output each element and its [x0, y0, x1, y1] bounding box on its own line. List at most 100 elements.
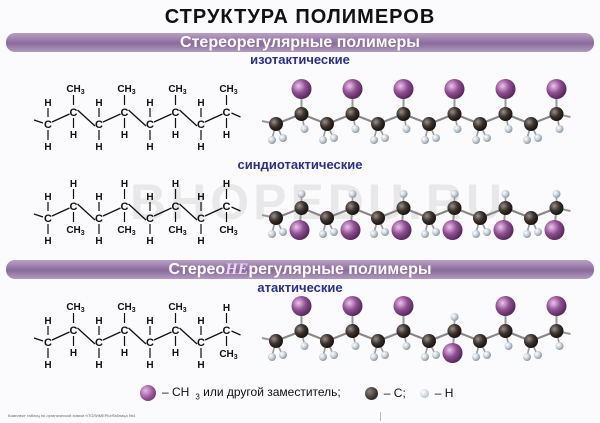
atactic-carbon-symbol: C [197, 337, 205, 349]
atactic-carbon-ball [294, 324, 309, 338]
syndiotactic-carbon-symbol: C [223, 201, 231, 213]
atactic-hydrogen-ball [523, 353, 531, 361]
poster-title: СТРУКТУРА ПОЛИМЕРОВ [164, 6, 436, 28]
isotactic-hydrogen-ball [523, 136, 531, 144]
atactic-ch3-group: CH3 [66, 302, 84, 314]
syndiotactic-backbone-bond [51, 207, 70, 217]
syndiotactic-end-bond [33, 213, 44, 218]
isotactic-carbon-ball [320, 117, 334, 131]
isotactic-hydrogen-symbol: H [172, 130, 179, 141]
isotactic-carbon-ball [345, 107, 360, 121]
atactic-carbon-ball [345, 324, 360, 338]
isotactic-backbone-bond [153, 113, 172, 123]
isotactic-backbone-bond [102, 113, 121, 123]
nonstereoregular-band: СтереоНЕрегулярные полимеры [6, 260, 594, 279]
isotactic-subtitle: изотактические [250, 52, 350, 67]
isotactic-carbon-symbol: C [70, 107, 78, 119]
isotactic-hydrogen-symbol: H [146, 98, 153, 109]
isotactic-ch3-group: CH3 [168, 84, 186, 96]
atactic-backbone-bond [102, 331, 121, 341]
syndiotactic-hydrogen-ball [552, 190, 561, 198]
isotactic-hydrogen-ball [381, 134, 389, 142]
syndiotactic-substituent-ball [493, 220, 514, 240]
atactic-hydrogen-ball [555, 342, 564, 350]
atactic-backbone-bond [204, 331, 223, 341]
atactic-substituent-ball [442, 343, 463, 363]
syndiotactic-backbone-bond [204, 207, 223, 217]
atactic-hydrogen-ball [534, 351, 542, 359]
syndiotactic-carbon-symbol: C [70, 201, 78, 213]
atactic-ch3-group: CH3 [117, 302, 135, 314]
atactic-substituent-ball [291, 296, 312, 316]
atactic-backbone-bond [179, 327, 198, 345]
atactic-carbon-symbol: C [95, 337, 103, 349]
syndiotactic-hydrogen-symbol: H [197, 236, 204, 247]
atactic-subtitle: атактические [257, 280, 343, 295]
syndiotactic-hydrogen-ball [330, 228, 338, 236]
atactic-carbon-ball [320, 334, 334, 348]
syndiotactic-ch3-group: CH3 [219, 225, 237, 237]
isotactic-hydrogen-symbol: H [197, 98, 204, 109]
syndiotactic-carbon-ball [371, 211, 385, 225]
atactic-carbon-symbol: C [146, 337, 154, 349]
syndiotactic-carbon-ball [524, 211, 538, 225]
syndiotactic-subtitle: синдиотактические [237, 157, 363, 172]
isotactic-carbon-ball [422, 117, 436, 131]
syndiotactic-carbon-symbol: C [95, 213, 103, 225]
atactic-substituent-ball [342, 296, 363, 316]
band2-ne: НЕ [225, 261, 249, 278]
publisher-block [380, 412, 591, 421]
isotactic-carbon-symbol: C [146, 119, 154, 131]
syndiotactic-backbone-bond [128, 203, 147, 221]
syndiotactic-hydrogen-ball [319, 230, 327, 238]
syndiotactic-hydrogen-symbol: H [146, 236, 153, 247]
syndiotactic-carbon-ball [269, 211, 283, 225]
atactic-hydrogen-ball [483, 351, 491, 359]
atactic-carbon-ball [549, 324, 564, 338]
syndiotactic-substituent-ball [340, 220, 361, 240]
atactic-ch3-group: CH3 [219, 349, 237, 361]
isotactic-hydrogen-ball [555, 125, 564, 133]
syndiotactic-hydrogen-symbol: H [44, 236, 51, 247]
atactic-carbon-symbol: C [121, 325, 129, 337]
isotactic-carbon-symbol: C [197, 119, 205, 131]
isotactic-backbone-bond [204, 113, 223, 123]
syndiotactic-carbon-ball [422, 211, 436, 225]
legend-hydrogen: – H [434, 386, 454, 400]
isotactic-hydrogen-symbol: H [44, 142, 51, 153]
atactic-hydrogen-symbol: H [197, 360, 204, 371]
isotactic-hydrogen-ball [330, 134, 338, 142]
hydrogen-ball-icon [419, 388, 429, 398]
isotactic-hydrogen-ball [453, 125, 462, 133]
syndiotactic-carbon-ball [345, 201, 360, 215]
isotactic-substituent-ball [342, 79, 363, 99]
watermark: BHOPEDU.RU [130, 174, 507, 230]
atactic-carbon-ball [473, 334, 487, 348]
atactic-hydrogen-ball [472, 353, 480, 361]
isotactic-hydrogen-symbol: H [95, 142, 102, 153]
isotactic-hydrogen-ball [300, 125, 309, 133]
syndiotactic-hydrogen-ball [381, 228, 389, 236]
stereoregular-band: Стереорегулярные полимеры [6, 33, 594, 52]
isotactic-carbon-symbol: C [44, 119, 52, 131]
atactic-hydrogen-symbol: H [223, 303, 230, 314]
atactic-carbon-ball [422, 334, 436, 348]
atactic-hydrogen-ball [268, 353, 276, 361]
atactic-hydrogen-ball [504, 342, 513, 350]
isotactic-backbone-bond [128, 109, 147, 127]
syndiotactic-hydrogen-symbol: H [121, 179, 128, 190]
atactic-hydrogen-ball [370, 353, 378, 361]
atactic-hydrogen-ball [450, 313, 459, 321]
isotactic-carbon-symbol: C [223, 107, 231, 119]
atactic-hydrogen-symbol: H [146, 360, 153, 371]
atactic-hydrogen-symbol: H [95, 360, 102, 371]
isotactic-hydrogen-symbol: H [70, 130, 77, 141]
atactic-carbon-symbol: C [70, 325, 78, 337]
isotactic-hydrogen-ball [483, 134, 491, 142]
isotactic-carbon-ball [396, 107, 411, 121]
atactic-backbone-bond [51, 331, 70, 341]
atactic-hydrogen-symbol: H [146, 316, 153, 327]
